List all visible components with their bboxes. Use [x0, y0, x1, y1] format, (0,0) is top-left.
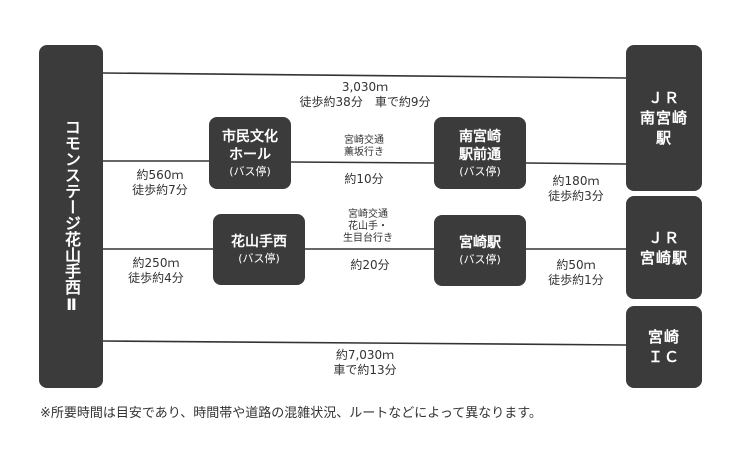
origin-box: コモンステージ花山手西Ⅱ	[39, 45, 103, 388]
shimin-bunka-hall-sub: (バス停)	[229, 164, 271, 178]
shimin-bunka-hall-name: 市民文化 ホール	[222, 128, 278, 163]
shimin-bunka-hall-box: 市民文化 ホール (バス停)	[209, 117, 291, 189]
top-route-distance: 3,030ｍ	[341, 80, 389, 94]
miyazaki-ic-label: 宮崎 ＩＣ	[647, 328, 680, 366]
origin-label: コモンステージ花山手西Ⅱ	[62, 119, 81, 314]
bottom-route-distance: 約7,030ｍ	[335, 348, 395, 362]
line-bottom-origin-to-ic	[102, 340, 627, 346]
miyazaki-eki-sub: (バス停)	[459, 253, 501, 266]
minami-miyazaki-ekimae-name: 南宮崎 駅前通	[459, 128, 501, 163]
line-row1-ekimae-to-minami-miyazaki	[525, 162, 627, 165]
row2-walk-b: 約50ｍ 徒歩約1分	[548, 258, 604, 287]
footnote: ※所要時間は目安であり、時間帯や道路の混雑状況、ルートなどによって異なります。	[40, 406, 542, 421]
row2-bus-line: 宮崎交通 花山手・ 生目台行き	[343, 209, 393, 244]
minami-miyazaki-ekimae-sub: (バス停)	[459, 164, 501, 178]
row1-bus-line: 宮崎交通 薫坂行き	[344, 135, 384, 158]
minami-miyazaki-ekimae-box: 南宮崎 駅前通 (バス停)	[434, 117, 526, 189]
hanayamate-nishi-name: 花山手西	[231, 234, 287, 250]
row1-walk-a: 約560ｍ 徒歩約7分	[132, 168, 188, 197]
row1-bus-time: 約10分	[344, 172, 384, 186]
hanayamate-nishi-box: 花山手西 (バス停)	[213, 214, 305, 285]
row2-walk-a: 約250ｍ 徒歩約4分	[128, 256, 184, 285]
miyazaki-ic-box: 宮崎 ＩＣ	[626, 306, 702, 388]
jr-minami-miyazaki-label: ＪＲ 南宮崎 駅	[639, 89, 688, 147]
miyazaki-eki-name: 宮崎駅	[459, 235, 501, 251]
jr-miyazaki-label: ＪＲ 宮崎駅	[639, 228, 688, 267]
miyazaki-eki-box: 宮崎駅 (バス停)	[434, 215, 526, 286]
top-route-time: 徒歩約38分 車で約9分	[299, 95, 431, 109]
jr-minami-miyazaki-box: ＪＲ 南宮崎 駅	[626, 45, 702, 191]
bottom-route-time: 車で約13分	[333, 363, 397, 377]
row2-bus-time: 約20分	[350, 258, 390, 272]
line-top-origin-to-minami-miyazaki	[102, 72, 627, 79]
row1-walk-b: 約180ｍ 徒歩約3分	[548, 174, 604, 203]
line-row1-shimin-hall-to-ekimae	[290, 161, 435, 164]
hanayamate-nishi-sub: (バス停)	[238, 252, 280, 265]
jr-miyazaki-box: ＪＲ 宮崎駅	[626, 196, 702, 299]
